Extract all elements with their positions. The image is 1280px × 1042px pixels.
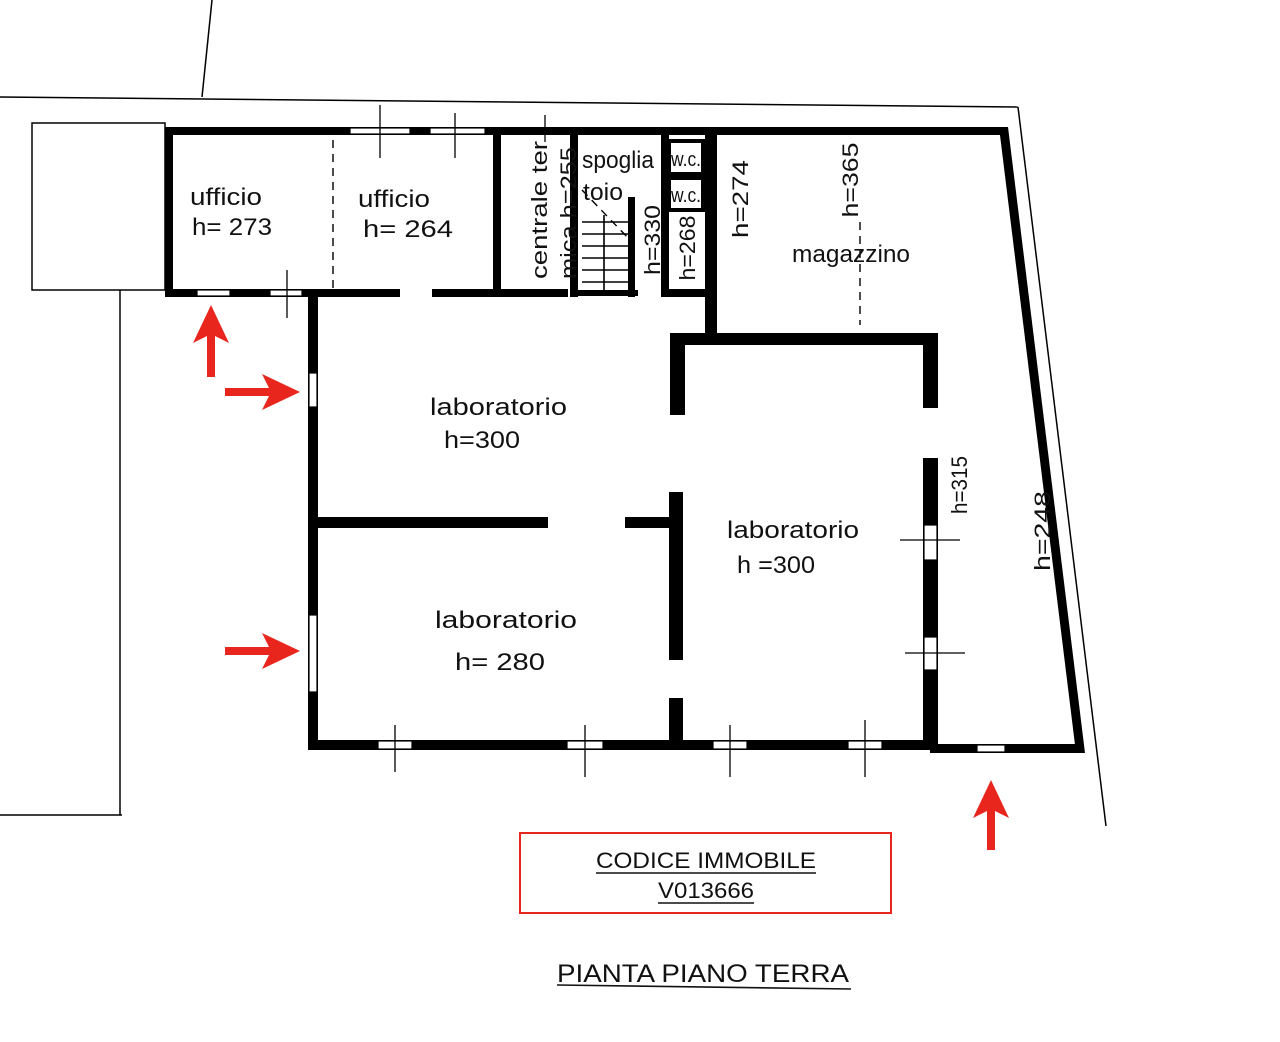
room-label-wc-2: w.c. <box>670 185 701 207</box>
wall-inner-lab-east-a <box>923 333 938 408</box>
wall-partition-vertical-a <box>669 492 683 660</box>
room-height-east-2: h=248 <box>1030 491 1055 571</box>
plan-title-underline <box>556 984 852 990</box>
wall-office-south-b <box>432 289 505 297</box>
window <box>923 524 938 561</box>
wall-partition-b <box>625 517 683 528</box>
arrow-right-icon <box>225 374 300 410</box>
room-height-lab-1: h=300 <box>444 427 520 454</box>
room-height-locker: h=330 <box>640 205 665 275</box>
wc-box-2 <box>667 176 705 212</box>
wall-east-slanted <box>999 127 1085 753</box>
site-line-east <box>1017 106 1107 827</box>
room-label-boiler-line-2: mica h=255 <box>556 147 581 279</box>
wall-office-east <box>493 127 501 297</box>
windows <box>196 105 1006 777</box>
room-label-lab-2: laboratorio <box>727 517 859 544</box>
code-box-code: V013666 <box>658 878 754 903</box>
wall-office-west <box>165 127 173 297</box>
site-line-top <box>0 96 1019 108</box>
wall-south-a <box>308 740 938 750</box>
wall-stair <box>628 197 635 297</box>
room-label-locker-line-1: spoglia <box>582 147 655 174</box>
room-label-office-1: ufficio <box>190 184 262 211</box>
wc-box-1 <box>667 139 705 176</box>
room-label-boiler-line-1: centrale ter <box>527 141 552 279</box>
window <box>308 614 318 693</box>
site-boundary <box>0 0 1107 827</box>
wall-north <box>165 127 1005 135</box>
room-height-lab-3: h= 280 <box>455 649 545 676</box>
room-label-wc-1: w.c. <box>670 149 701 171</box>
arrow-right-icon <box>225 633 300 669</box>
adjacent-building <box>31 122 166 291</box>
room-height-storage-1: h=274 <box>728 160 753 238</box>
window <box>429 127 486 135</box>
plan-title: PIANTA PIANO TERRA <box>557 960 849 988</box>
wall-storage-west <box>705 127 717 335</box>
wall-south-b <box>930 744 1083 753</box>
code-box-label: CODICE IMMOBILE <box>596 848 816 873</box>
wall-partition-a <box>318 517 548 528</box>
staircase <box>581 189 631 290</box>
arrow-up-icon <box>973 780 1009 850</box>
wall-service-south-a <box>500 289 568 297</box>
room-height-office-1: h= 273 <box>192 214 272 241</box>
wall-locker-wc <box>661 127 669 297</box>
room-height-office-2: h= 264 <box>363 216 453 243</box>
stair-direction-line <box>581 189 631 241</box>
room-height-east-1: h=315 <box>947 456 972 514</box>
code-box-frame <box>519 832 892 914</box>
wall-service-south-c <box>663 289 717 297</box>
wall-service-south-b <box>575 290 638 296</box>
property-code-box: CODICE IMMOBILE V013666 <box>519 832 892 914</box>
wall-boiler-room <box>570 127 578 297</box>
window <box>308 372 318 408</box>
window <box>976 744 1006 753</box>
walls <box>165 127 1085 753</box>
wall-inner-lab-north <box>670 333 938 345</box>
room-height-wc: h=268 <box>675 216 700 281</box>
room-label-locker-line-2: toio <box>583 179 623 206</box>
arrow-up-icon <box>193 305 229 377</box>
wall-inner-lab-west <box>670 333 685 415</box>
room-label-lab-3: laboratorio <box>435 607 577 634</box>
window <box>196 289 231 297</box>
room-height-storage-2: h=365 <box>838 143 863 218</box>
wall-partition-vertical-b <box>669 698 683 748</box>
wall-lab-west <box>308 289 318 750</box>
entrance-markers <box>193 305 1009 850</box>
room-label-office-2: ufficio <box>358 186 430 213</box>
room-label-lab-1: laboratorio <box>430 394 567 421</box>
site-line-north <box>201 0 213 98</box>
wall-inner-lab-east-b <box>923 458 938 748</box>
room-height-lab-2: h =300 <box>737 552 815 579</box>
room-label-storage: magazzino <box>792 241 910 268</box>
window <box>269 289 303 297</box>
